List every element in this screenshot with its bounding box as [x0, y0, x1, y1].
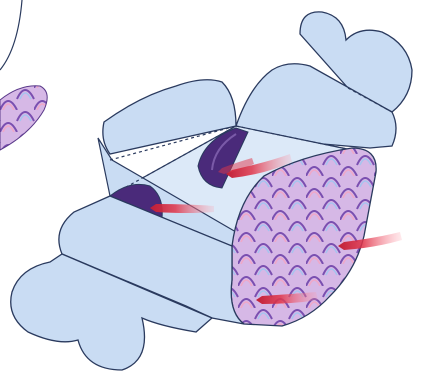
arrow-2 — [150, 204, 214, 213]
patterned-sleeve-fragment — [0, 86, 47, 150]
decorative-arc-line — [0, 0, 22, 70]
